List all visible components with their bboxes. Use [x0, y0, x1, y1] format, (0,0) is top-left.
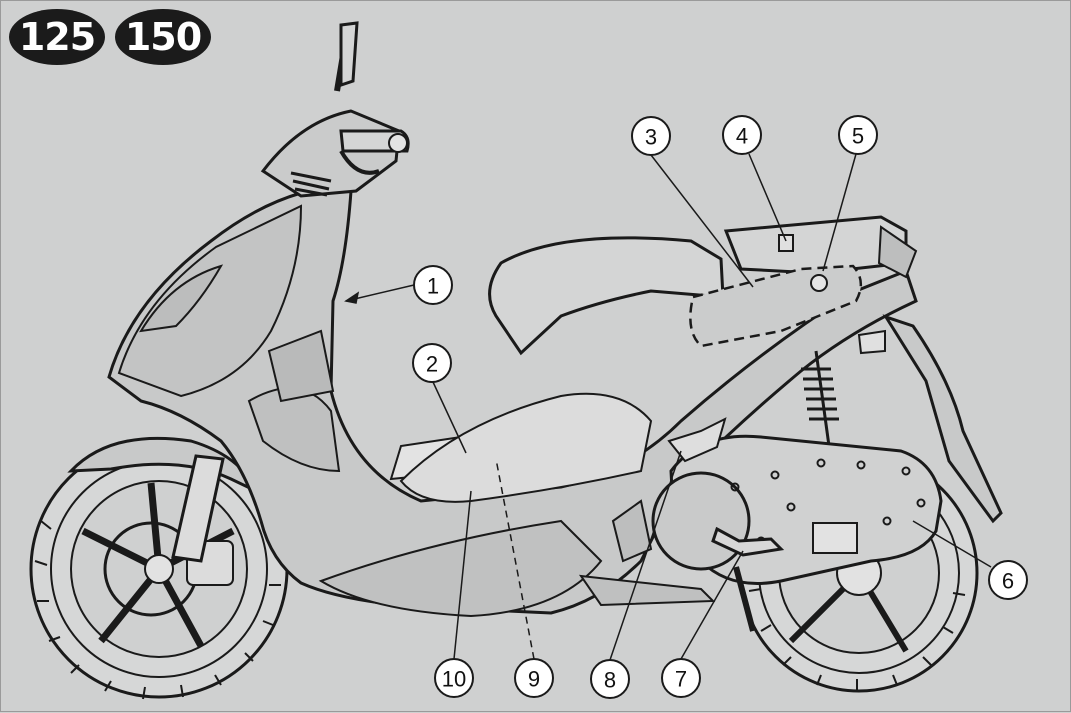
callout-label-6: 6	[1002, 569, 1014, 594]
handlebar-grip-end	[388, 133, 408, 153]
inner-panel	[267, 329, 335, 403]
tail-light	[877, 225, 918, 279]
callout-3: 3	[631, 116, 671, 156]
callout-7: 7	[661, 658, 701, 698]
footpeg-bracket	[667, 417, 727, 463]
exhaust	[578, 574, 716, 607]
brake-lever	[339, 149, 380, 175]
rear-fender	[882, 314, 1003, 524]
tyre-tread	[34, 508, 966, 700]
callout-10: 10	[434, 658, 474, 698]
callout-label-2: 2	[426, 352, 438, 377]
rear-shock	[801, 350, 839, 447]
scooter-body	[107, 189, 918, 615]
helmet-hook	[778, 234, 794, 252]
callout-leaders	[344, 153, 992, 661]
callout-label-9: 9	[528, 667, 540, 692]
seat	[488, 236, 725, 356]
callout-label-10: 10	[442, 667, 466, 692]
cover-badge	[812, 522, 858, 554]
mirror	[339, 21, 359, 88]
engine-size-badge-150: 150	[115, 9, 211, 65]
front-shield	[117, 204, 303, 398]
seat-lock	[810, 274, 828, 292]
callout-5: 5	[838, 115, 878, 155]
callout-label-5: 5	[852, 124, 864, 149]
callout-9: 9	[514, 658, 554, 698]
front-fork	[171, 454, 225, 563]
engine-size-badge-125: 125	[9, 9, 105, 65]
underbody-skirt	[318, 519, 603, 618]
callout-label-7: 7	[675, 667, 687, 692]
callout-label-3: 3	[645, 125, 657, 150]
callout-label-4: 4	[736, 124, 748, 149]
callout-6: 6	[988, 560, 1028, 600]
shield-vent	[139, 264, 224, 333]
air-duct	[611, 499, 653, 563]
engine-crankcase	[651, 471, 751, 571]
callout-label-8: 8	[604, 668, 616, 693]
headlight-grille	[290, 171, 332, 197]
side-panel	[399, 392, 653, 503]
callout-8: 8	[590, 659, 630, 699]
steering-column	[260, 109, 401, 198]
side-stand	[733, 566, 756, 632]
callout-1: 1	[413, 265, 453, 305]
callout-4: 4	[722, 115, 762, 155]
reflector	[857, 329, 886, 355]
callout-2: 2	[412, 343, 452, 383]
kickstart-lever	[711, 526, 785, 557]
callout-label-1: 1	[427, 274, 439, 299]
